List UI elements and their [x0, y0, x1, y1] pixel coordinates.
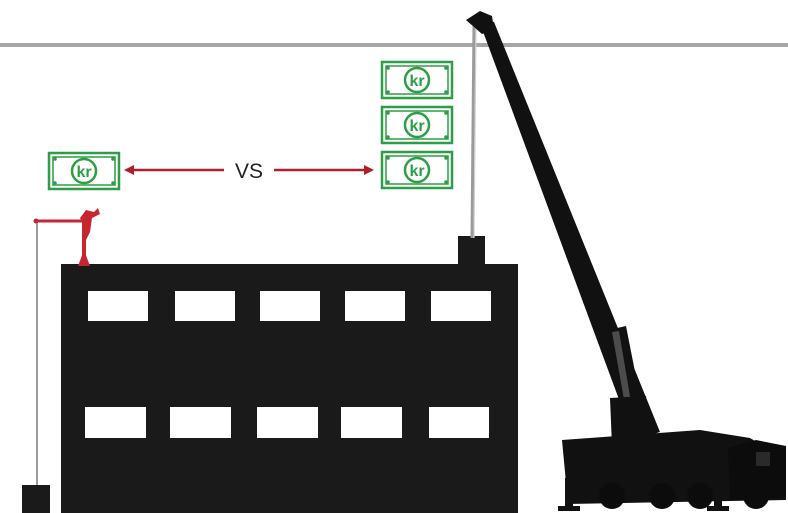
- money-bill-icon: kr: [380, 105, 454, 145]
- money-bill-icon: kr: [47, 151, 121, 191]
- left-money-stack: kr: [47, 151, 121, 191]
- svg-text:kr: kr: [409, 118, 424, 135]
- building-icon: [61, 236, 518, 513]
- money-bill-icon: kr: [380, 60, 454, 100]
- svg-text:kr: kr: [409, 163, 424, 180]
- comparison: VS: [124, 160, 374, 183]
- svg-text:kr: kr: [76, 164, 91, 181]
- building-windows: [85, 291, 491, 438]
- small-crane-icon: [22, 208, 100, 513]
- mobile-crane-icon: [466, 11, 786, 511]
- top-line: [0, 43, 788, 47]
- vs-label: VS: [235, 160, 263, 183]
- money-bill-icon: kr: [380, 150, 454, 190]
- svg-text:kr: kr: [409, 73, 424, 90]
- right-money-stack: kr kr kr: [380, 60, 454, 190]
